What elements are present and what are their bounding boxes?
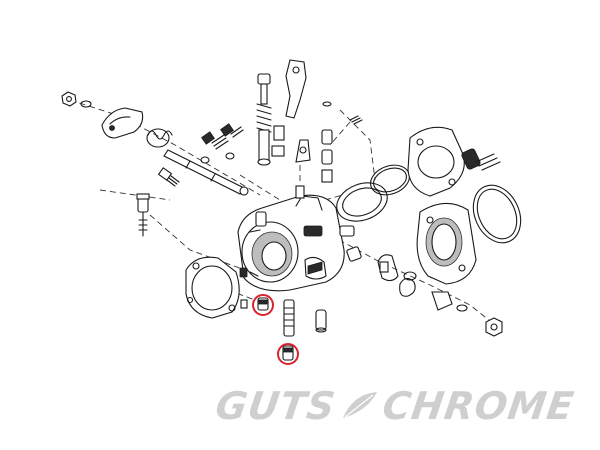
guts-chrome-logo: GUTS CHROME xyxy=(212,384,578,428)
highlight-markers xyxy=(252,294,299,365)
mounting-bolt xyxy=(461,148,501,171)
choke-plunger-set xyxy=(346,246,503,337)
torsion-spring xyxy=(146,128,173,148)
main-jet xyxy=(257,297,269,311)
hex-bolt xyxy=(239,267,248,309)
throttle-shaft xyxy=(163,149,249,196)
accelerator-pump-rod xyxy=(256,73,272,166)
emulsion-tube xyxy=(283,299,295,337)
pump-check-valve xyxy=(321,101,363,183)
mixture-screw xyxy=(136,193,150,237)
pump-lever xyxy=(271,59,311,163)
intake-flange-gasket xyxy=(407,126,465,197)
accelerator-diaphragm xyxy=(336,182,388,222)
logo-word-chrome: CHROME xyxy=(379,384,578,428)
carburetor-body xyxy=(237,185,355,292)
hex-nut xyxy=(61,91,92,108)
highlight-circle-slow-jet xyxy=(277,343,299,365)
logo-word-guts: GUTS xyxy=(212,384,339,428)
pilot-screw-set xyxy=(200,123,244,164)
needle-valve xyxy=(315,309,327,333)
highlight-circle-main-jet xyxy=(252,294,274,316)
air-cleaner-gasket xyxy=(185,256,240,319)
idle-screw xyxy=(157,167,180,187)
feather-icon xyxy=(342,392,377,418)
slow-jet xyxy=(282,345,294,361)
o-ring-large xyxy=(472,184,522,244)
intake-adapter xyxy=(416,202,477,285)
throttle-lever xyxy=(101,107,144,139)
